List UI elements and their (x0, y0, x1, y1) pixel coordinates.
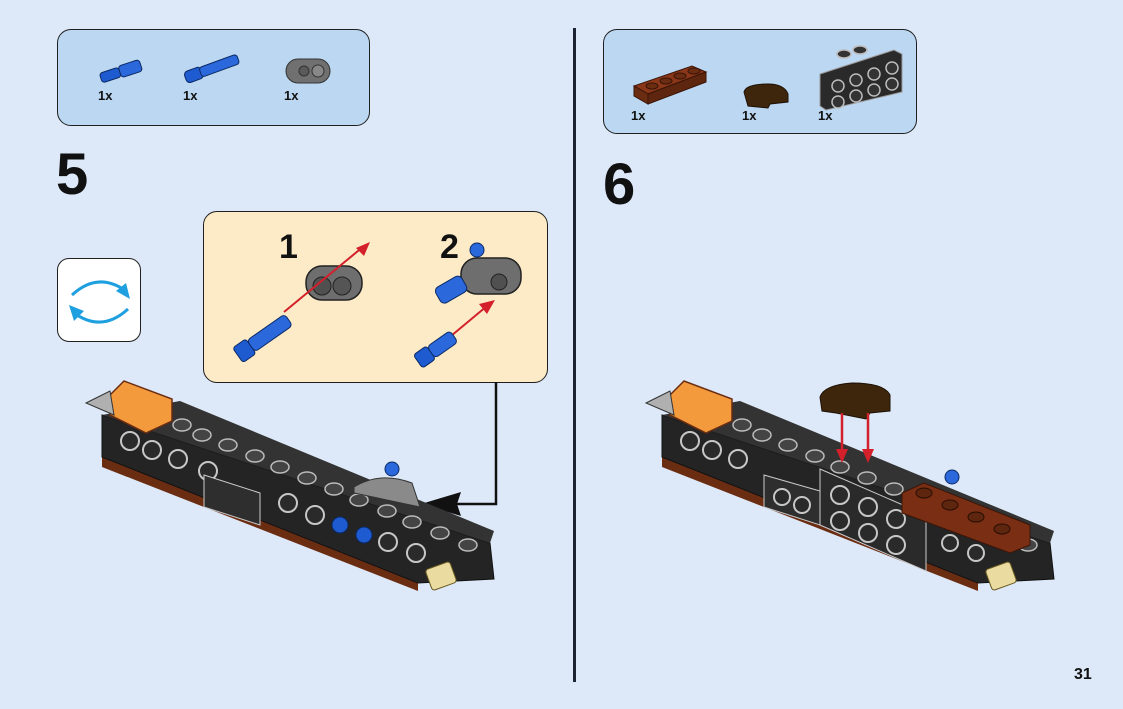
step-6-model-illustration (644, 380, 1055, 591)
step-divider (573, 28, 576, 682)
step-5-model-illustration (84, 380, 495, 591)
step-number: 5 (56, 142, 89, 207)
part-qty: 1x (818, 108, 833, 123)
substep-number: 2 (440, 228, 459, 266)
brown-plate-1x4-icon (632, 65, 708, 105)
part-qty: 1x (183, 88, 198, 103)
subassembly-callout: 1 2 (203, 211, 548, 383)
callout-connector-arrow (421, 382, 498, 516)
gray-beam-connector-icon (285, 58, 331, 84)
substep-1-illustration (233, 242, 370, 363)
part-qty: 1x (742, 108, 757, 123)
rotate-model-box (57, 258, 141, 342)
page-number: 31 (1074, 666, 1092, 683)
part-qty: 1x (284, 88, 299, 103)
substep-2-illustration (414, 242, 522, 368)
dark-brown-curved-tile-icon (743, 83, 789, 109)
substep-number: 1 (279, 228, 298, 266)
part-qty: 1x (631, 108, 646, 123)
step-number: 6 (603, 152, 636, 217)
part-qty: 1x (98, 88, 113, 103)
blue-long-axle-pin-icon (183, 54, 240, 83)
step-5-parts-list: 1x 1x 1x (57, 29, 370, 126)
blue-axle-pin-icon (99, 59, 143, 83)
black-bracket-icon (819, 45, 903, 111)
step-6-parts-list: 1x 1x 1x (603, 29, 917, 134)
rotate-model-icon (69, 280, 130, 324)
